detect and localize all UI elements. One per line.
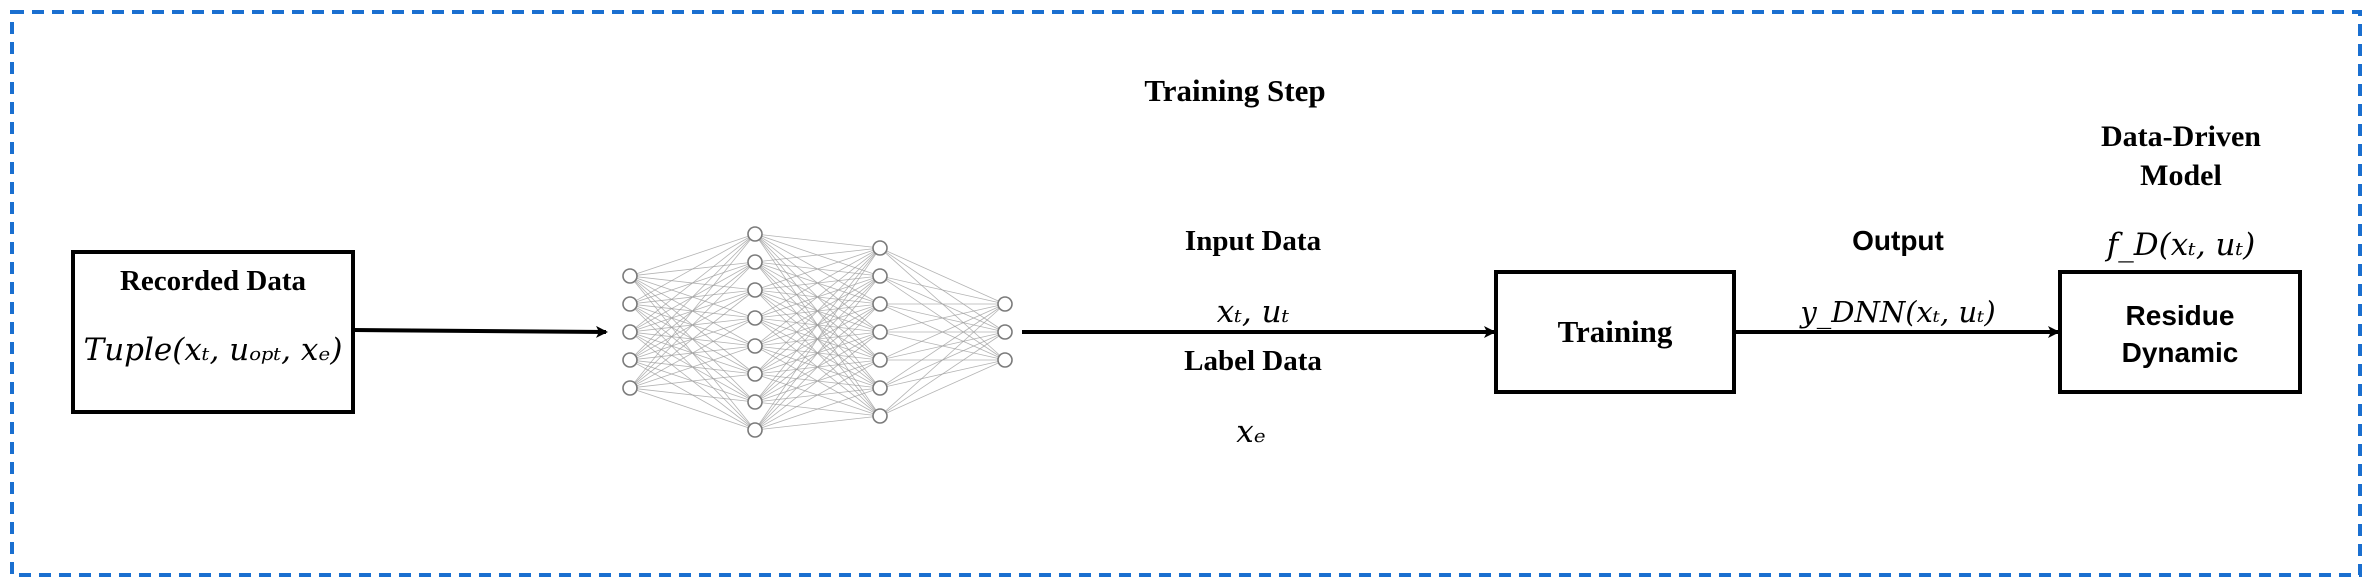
residue-dynamic-label-line1: Residue <box>2126 300 2235 331</box>
nn-node <box>747 366 763 382</box>
nn-edge <box>754 387 881 431</box>
training-label: Training <box>1558 314 1673 349</box>
data-driven-model-label-line2: Model <box>2140 159 2222 192</box>
nn-node <box>747 394 763 410</box>
nn-node <box>872 268 888 284</box>
nn-edge <box>629 387 756 431</box>
nn-edge <box>629 387 756 403</box>
nn-node <box>872 408 888 424</box>
neural-network-icon <box>622 226 1013 438</box>
nn-edge <box>629 233 756 361</box>
nn-node <box>997 352 1013 368</box>
nn-edge <box>629 233 756 389</box>
nn-node <box>747 310 763 326</box>
recorded-data-box: Recorded Data Tuple(xₜ, uₒₚₜ, xₑ) <box>71 250 355 414</box>
nn-edge <box>879 247 1006 305</box>
nn-edge <box>629 233 756 305</box>
nn-edge <box>629 317 756 389</box>
nn-node <box>622 296 638 312</box>
nn-edge <box>879 303 1006 389</box>
nn-edge <box>754 233 881 249</box>
nn-node <box>747 338 763 354</box>
training-box: Training <box>1494 270 1736 394</box>
nn-edge <box>754 303 881 431</box>
nn-node <box>747 282 763 298</box>
data-driven-model-label-line1: Data-Driven <box>2101 120 2261 153</box>
data-driven-model-formula: f_D(xₜ, uₜ) <box>2105 227 2255 263</box>
nn-edge <box>879 359 1006 417</box>
residue-dynamic-label-line2: Dynamic <box>2122 337 2239 368</box>
label-data-formula: xₑ <box>1236 414 1266 450</box>
nn-node <box>747 226 763 242</box>
nn-node <box>622 380 638 396</box>
nn-node <box>872 352 888 368</box>
output-formula: y_DNN(xₜ, uₜ) <box>1798 295 1995 330</box>
residue-dynamic-box: Residue Dynamic <box>2058 270 2302 394</box>
nn-node <box>747 254 763 270</box>
nn-edge <box>879 303 1006 333</box>
nn-node <box>872 240 888 256</box>
output-label: Output <box>1852 225 1944 256</box>
recorded-data-formula: Tuple(xₜ, uₒₚₜ, xₑ) <box>84 332 343 368</box>
nn-node <box>622 324 638 340</box>
arrow-recorded-to-nn <box>352 325 608 338</box>
input-data-formula: xₜ, uₜ <box>1217 294 1290 330</box>
nn-edge <box>879 303 1006 361</box>
input-data-label: Input Data <box>1185 225 1322 257</box>
nn-edge <box>879 331 1006 417</box>
nn-node <box>872 324 888 340</box>
nn-node <box>747 422 763 438</box>
nn-edge <box>754 247 881 375</box>
nn-edge <box>629 373 756 389</box>
nn-edge <box>629 261 756 389</box>
recorded-data-label: Recorded Data <box>120 265 307 297</box>
nn-edge <box>754 415 881 431</box>
nn-node <box>997 296 1013 312</box>
nn-edge <box>629 233 756 277</box>
nn-edge <box>754 359 881 431</box>
nn-edge <box>754 247 881 291</box>
nn-edge <box>879 275 1006 305</box>
nn-edge <box>754 247 881 347</box>
nn-edge <box>754 247 881 431</box>
label-data-label: Label Data <box>1184 345 1322 377</box>
nn-node <box>872 380 888 396</box>
nn-edge <box>754 247 881 403</box>
nn-edge <box>629 289 756 389</box>
nn-edge <box>754 275 881 431</box>
nn-edge <box>879 303 1006 417</box>
nn-node <box>872 296 888 312</box>
nn-edge <box>754 247 881 319</box>
nn-edge <box>629 345 756 389</box>
nn-node <box>997 324 1013 340</box>
diagram-title: Training Step <box>1144 73 1325 108</box>
nn-node <box>622 352 638 368</box>
nn-edge <box>629 233 756 333</box>
dashed-frame <box>10 10 2362 577</box>
nn-edge <box>754 247 881 263</box>
nn-node <box>622 268 638 284</box>
nn-edge <box>754 331 881 431</box>
